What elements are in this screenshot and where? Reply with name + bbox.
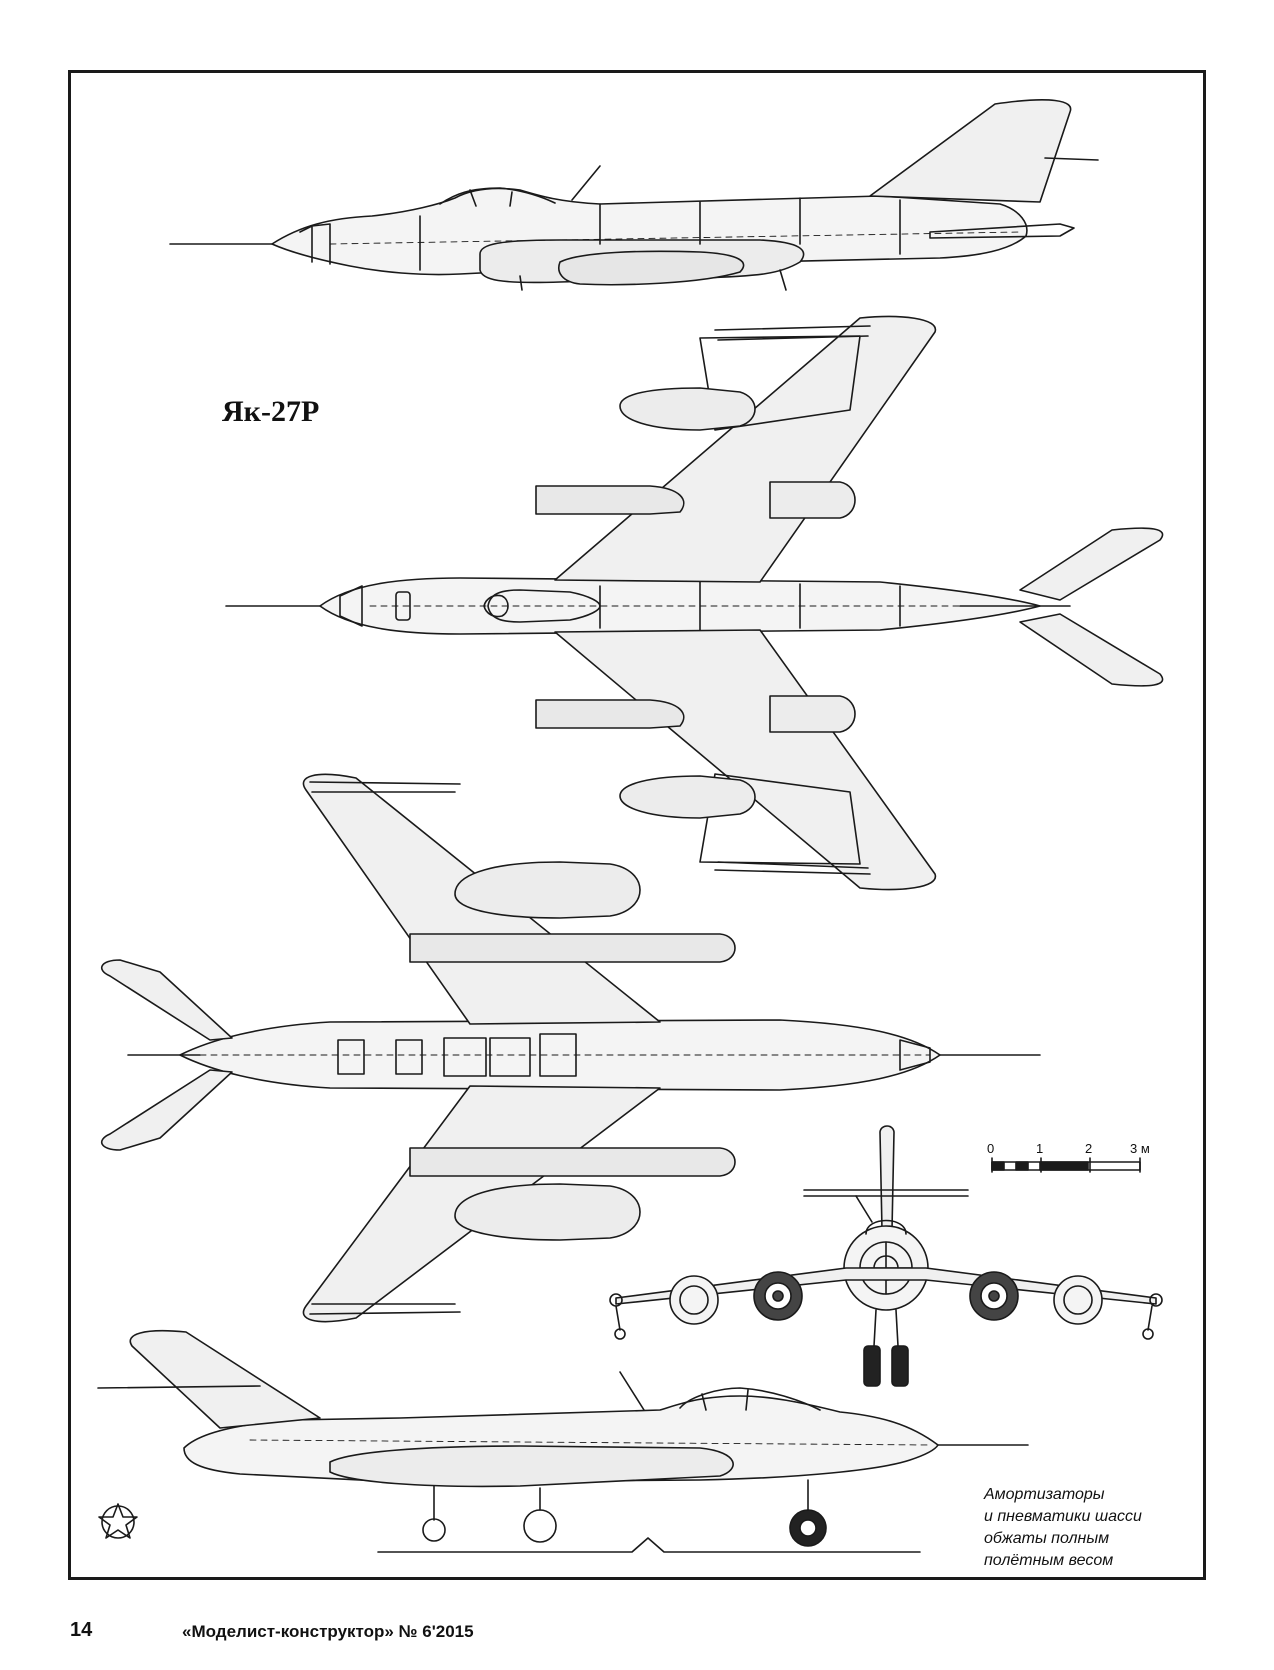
page-number: 14 — [70, 1619, 93, 1641]
magazine-issue: «Моделист-конструктор» № 6'2015 — [182, 1622, 474, 1641]
front-view — [609, 1125, 1163, 1387]
side-view-bottom — [97, 1329, 1029, 1553]
note-line: и пневматики шасси — [984, 1508, 1142, 1525]
scale-bar — [991, 1157, 1141, 1173]
side-view-top — [169, 99, 1099, 291]
scale-label-2: 2 — [1085, 1141, 1092, 1156]
scale-label-3: 3 м — [1130, 1141, 1150, 1156]
plan-view-lower — [100, 773, 1041, 1323]
landing-gear-note: Амортизаторы и пневматики шасси обжаты п… — [984, 1484, 1184, 1572]
drawing-frame — [68, 70, 1206, 1580]
plan-view-upper — [225, 315, 1164, 891]
scale-label-0: 0 — [987, 1141, 994, 1156]
drawing-title: Як-27Р — [222, 395, 320, 428]
scale-label-1: 1 — [1036, 1141, 1043, 1156]
note-line: обжаты полным — [984, 1530, 1110, 1547]
note-line: полётным весом — [984, 1552, 1114, 1569]
star-emblem-icon — [98, 1503, 138, 1539]
note-line: Амортизаторы — [984, 1486, 1105, 1503]
